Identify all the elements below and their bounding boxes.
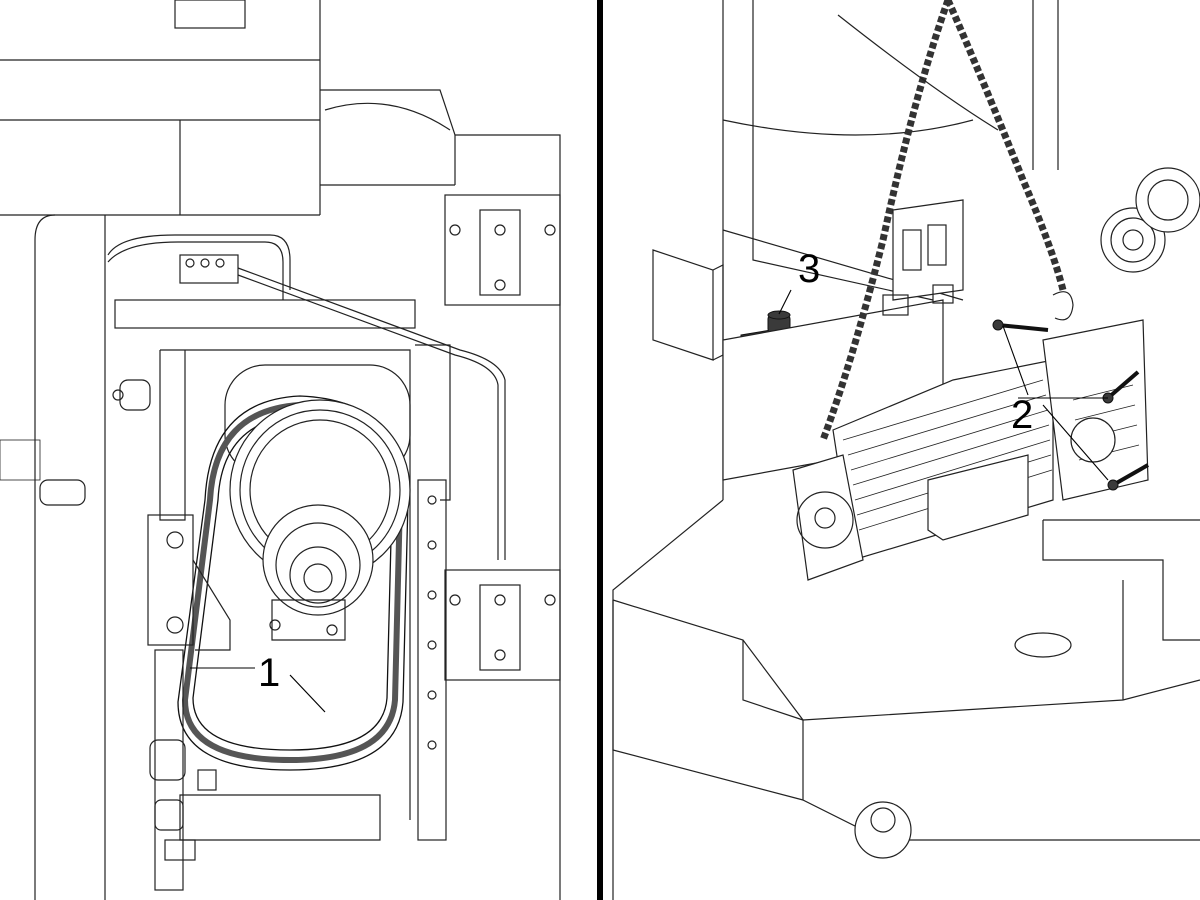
bolt-1: [997, 323, 1049, 332]
drive-belt: [181, 401, 404, 764]
hoist-chain-right: [944, 0, 1067, 291]
belt-drive-drawing: 1: [0, 0, 561, 900]
bolt-3: [1112, 463, 1149, 487]
panel-divider: [597, 0, 603, 900]
motor-hoist-drawing: 2 3: [612, 0, 1200, 900]
callout-2: 2: [1011, 393, 1033, 437]
callout-3: 3: [798, 247, 820, 291]
left-view-belt-drive: 1: [0, 0, 597, 900]
bolt-2: [1106, 370, 1140, 400]
hoist-chain-left: [819, 0, 952, 442]
right-view-motor-hoist: 2 3: [603, 0, 1200, 900]
callout-1: 1: [258, 651, 280, 695]
